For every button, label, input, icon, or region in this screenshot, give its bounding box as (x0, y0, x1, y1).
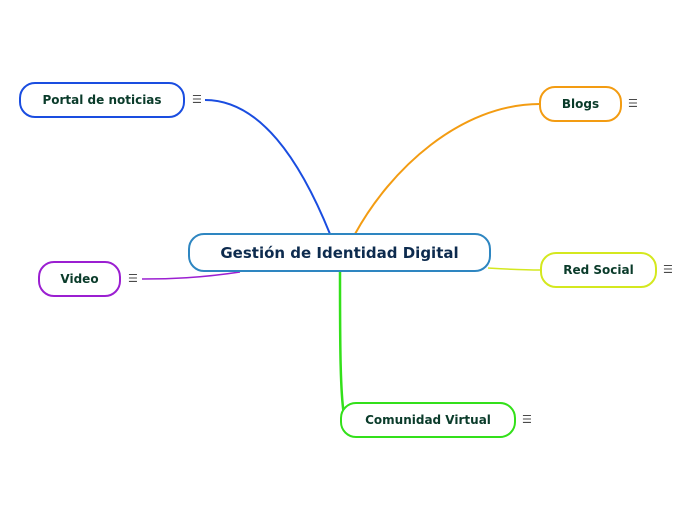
topic-label: Video (60, 272, 99, 286)
notes-icon[interactable]: ☰ (663, 263, 673, 276)
notes-icon[interactable]: ☰ (522, 413, 532, 426)
notes-icon[interactable]: ☰ (192, 93, 202, 106)
topic-label: Blogs (561, 97, 600, 111)
connector-blogs (354, 103, 541, 235)
notes-icon[interactable]: ☰ (628, 97, 638, 110)
central-topic-label: Gestión de Identidad Digital (220, 243, 459, 262)
connector-portal (204, 99, 331, 235)
topic-portal-de-noticias[interactable]: Portal de noticias (19, 82, 185, 118)
topic-label: Comunidad Virtual (365, 413, 491, 427)
topic-comunidad-virtual[interactable]: Comunidad Virtual (340, 402, 516, 438)
topic-video[interactable]: Video (38, 261, 121, 297)
central-topic[interactable]: Gestión de Identidad Digital (188, 233, 491, 272)
topic-label: Red Social (563, 263, 634, 277)
topic-blogs[interactable]: Blogs (539, 86, 622, 122)
connector-red-social (487, 267, 542, 271)
topic-red-social[interactable]: Red Social (540, 252, 657, 288)
topic-label: Portal de noticias (42, 93, 162, 107)
notes-icon[interactable]: ☰ (128, 272, 138, 285)
connector-comunidad (338, 271, 347, 421)
connector-video (141, 271, 241, 280)
